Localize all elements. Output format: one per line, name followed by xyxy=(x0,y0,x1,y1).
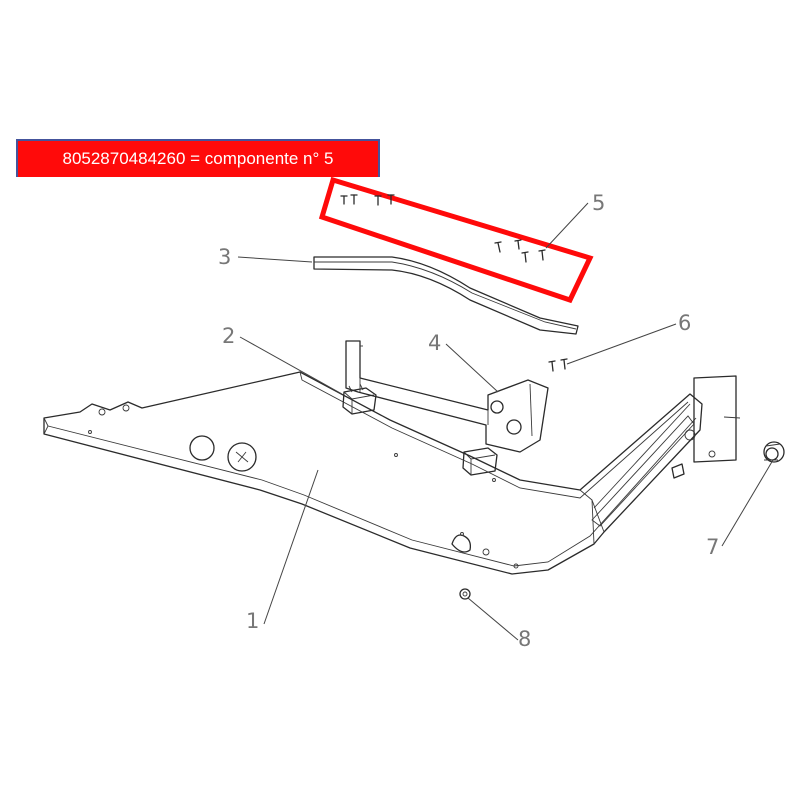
leader-8 xyxy=(467,597,519,641)
leader-4 xyxy=(445,343,499,393)
part-code-banner: 8052870484260 = componente n° 5 xyxy=(16,139,380,177)
component-6-screws[interactable] xyxy=(548,358,568,372)
screw xyxy=(548,360,556,372)
component-7-cap[interactable] xyxy=(763,441,785,463)
callout-2: 2 xyxy=(222,324,235,348)
callout-8: 8 xyxy=(518,627,531,651)
leader-5 xyxy=(545,202,589,249)
leader-7 xyxy=(721,459,774,547)
component-4-bracket[interactable] xyxy=(345,340,549,453)
screw xyxy=(514,239,522,250)
leader-3 xyxy=(237,256,313,263)
callout-7: 7 xyxy=(706,535,719,559)
screw xyxy=(494,241,502,253)
callout-5: 5 xyxy=(592,191,605,215)
callout-leaders xyxy=(237,202,774,641)
callout-6: 6 xyxy=(678,311,691,335)
screw xyxy=(387,194,395,205)
leader-2 xyxy=(239,336,343,395)
screw xyxy=(374,195,382,206)
component-1-main-frame[interactable] xyxy=(43,371,703,575)
callout-3: 3 xyxy=(218,245,231,269)
component-8-nut[interactable] xyxy=(459,588,471,600)
callout-4: 4 xyxy=(428,331,441,355)
component-3-rail-strip[interactable] xyxy=(313,256,579,335)
leader-6 xyxy=(566,323,677,365)
leader-1 xyxy=(263,469,319,625)
screw xyxy=(521,251,529,263)
frame-upright-bracket xyxy=(591,375,741,527)
screw xyxy=(560,358,568,370)
screw xyxy=(538,249,546,261)
component-5-highlight-frame xyxy=(318,176,594,304)
screw xyxy=(340,195,348,205)
callout-1: 1 xyxy=(246,609,259,633)
screw xyxy=(350,194,358,205)
component-5-screws[interactable] xyxy=(340,194,546,263)
